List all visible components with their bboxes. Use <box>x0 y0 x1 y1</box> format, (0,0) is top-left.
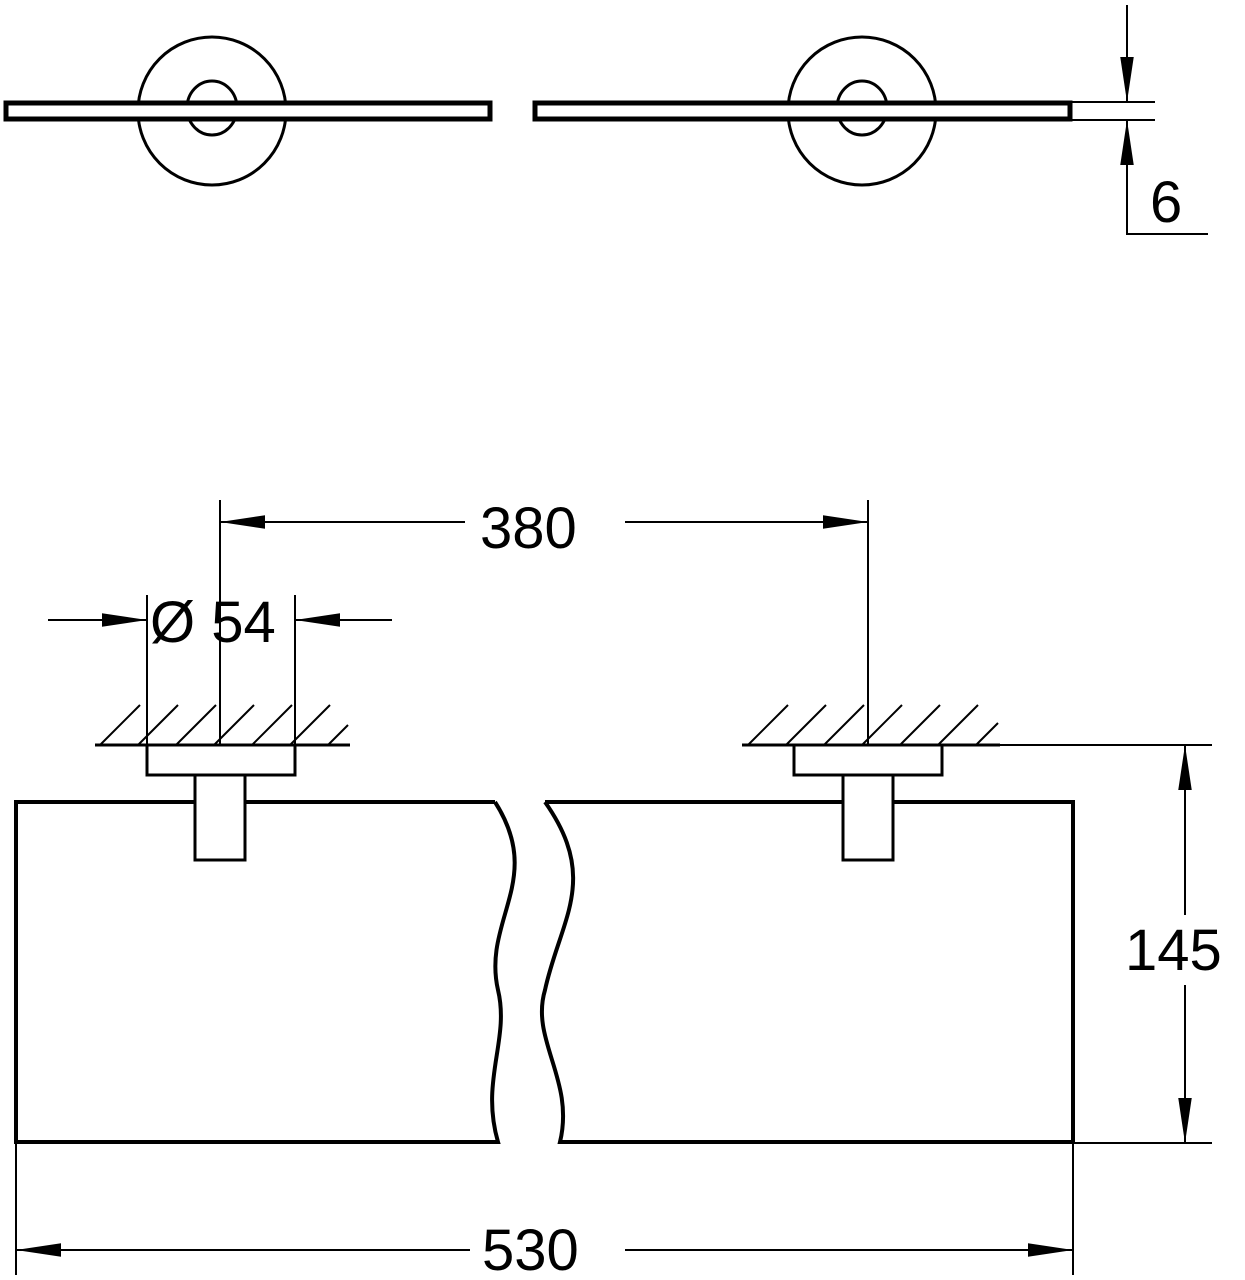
wall-hatch-left <box>95 704 350 747</box>
thickness-label: 6 <box>1150 170 1182 235</box>
shelf-glass-right-top <box>532 100 1073 122</box>
left-flange <box>145 743 297 777</box>
diameter-label: Ø 54 <box>150 590 276 655</box>
depth-label: 145 <box>1125 918 1222 983</box>
shelf-glass-left-top <box>3 100 493 122</box>
length-label: 530 <box>482 1218 579 1280</box>
shelf-glass-right <box>539 800 1075 1144</box>
wall-hatch-right <box>742 704 1000 747</box>
spacing-label: 380 <box>480 496 577 561</box>
top-view <box>3 5 1208 235</box>
front-view <box>14 500 1212 1275</box>
shelf-glass-left <box>14 800 517 1144</box>
right-post <box>841 773 895 862</box>
left-post <box>193 773 247 862</box>
right-flange <box>792 743 944 777</box>
